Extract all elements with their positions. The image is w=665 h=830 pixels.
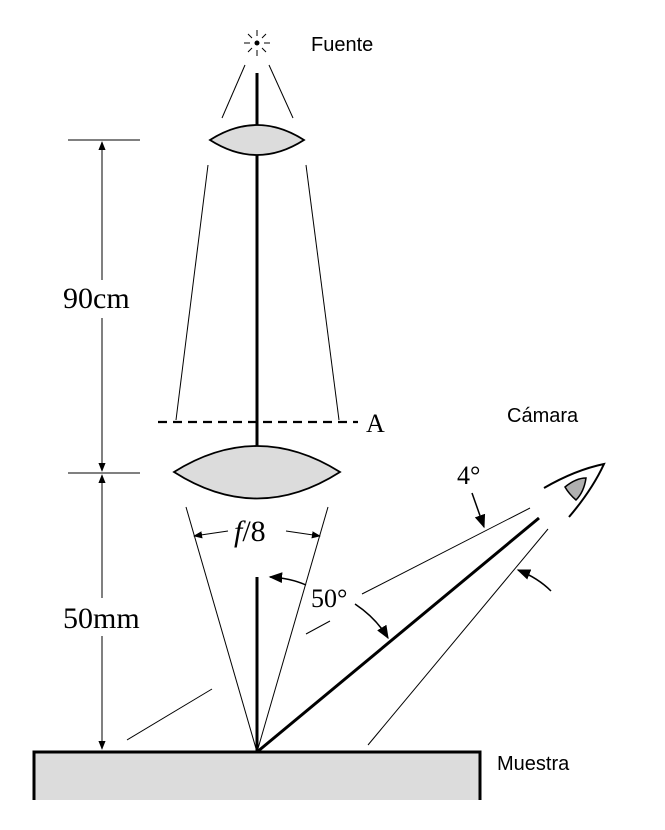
distance-upper-label: 90cm xyxy=(63,282,130,315)
camera-ray-lower xyxy=(367,528,549,746)
beam-left-upper xyxy=(175,164,209,421)
sample-label: Muestra xyxy=(497,753,570,775)
aperture-left-arrow xyxy=(193,530,229,539)
source-cone-right xyxy=(268,64,294,119)
angle-50-arc-left xyxy=(268,572,307,586)
aperture-label-ratio: /8 xyxy=(242,515,265,548)
angle-4-arrow-lower xyxy=(516,569,552,592)
camera-axis xyxy=(256,516,540,754)
angle-50-arc-right xyxy=(354,603,389,640)
condenser-lens-upper xyxy=(208,124,306,156)
objective-cone-left xyxy=(185,506,258,753)
angle-large-label: 50° xyxy=(311,584,347,613)
aperture-label: f/8 xyxy=(234,515,266,548)
sample-block xyxy=(34,752,480,800)
plane-a-label: A xyxy=(366,409,385,438)
beam-right-upper xyxy=(305,164,340,421)
source-cone-left xyxy=(221,64,246,119)
aperture-right-arrow xyxy=(285,530,321,539)
distance-lower-label: 50mm xyxy=(63,602,140,635)
eye-icon xyxy=(543,462,606,518)
scatter-line-mid xyxy=(305,620,331,635)
angle-small-label: 4° xyxy=(457,461,480,490)
objective-lens xyxy=(172,445,342,500)
camera-ray-upper xyxy=(361,507,531,595)
sample-outline xyxy=(32,750,482,800)
source-label: Fuente xyxy=(311,34,373,56)
scatter-line-left xyxy=(126,688,213,741)
camera-label: Cámara xyxy=(507,405,579,427)
light-source-icon xyxy=(244,30,270,56)
angle-4-arrow-upper xyxy=(471,492,486,529)
objective-cone-right xyxy=(256,506,329,753)
